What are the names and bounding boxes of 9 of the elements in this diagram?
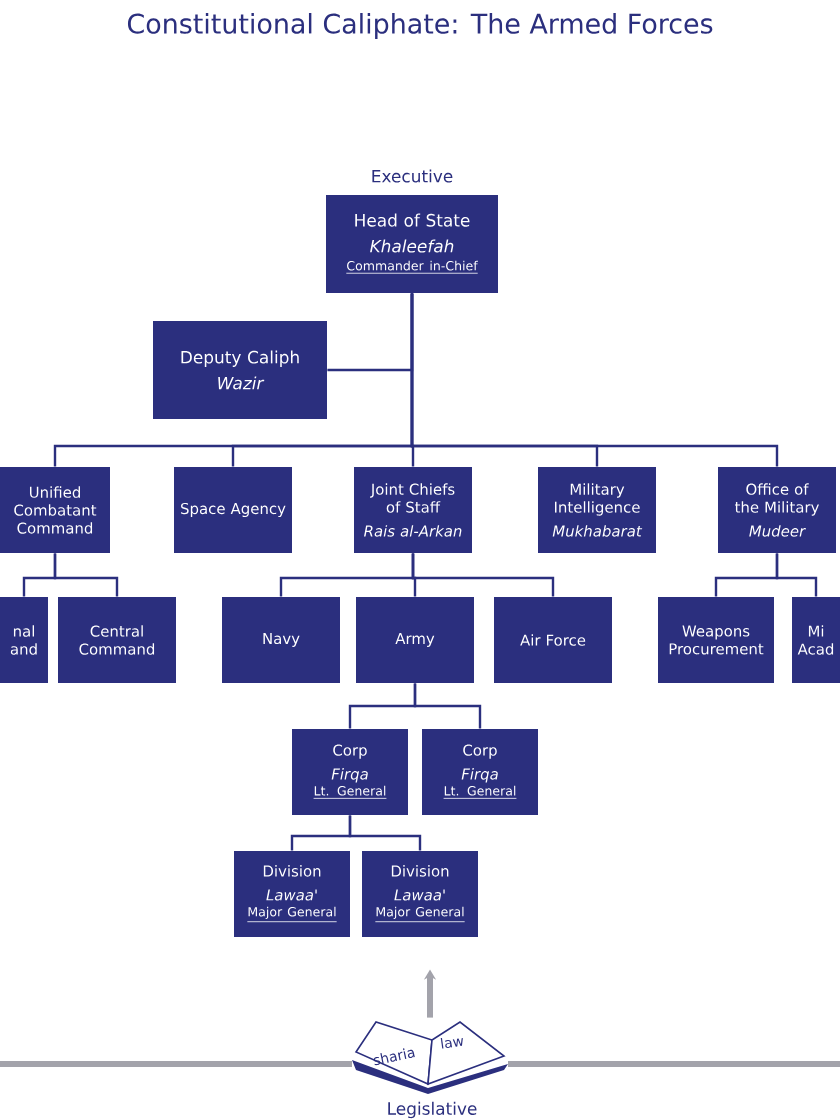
connector-line <box>348 815 422 851</box>
org-box: Deputy Caliph Wazir <box>153 321 327 419</box>
title: Constitutional Caliphate: The Armed Forces <box>127 13 713 39</box>
connector-line <box>775 553 818 597</box>
connector-line <box>410 293 779 467</box>
connector-line <box>53 553 119 597</box>
connector-line <box>411 553 555 597</box>
connector-line <box>413 683 482 729</box>
section-label: Legislative <box>388 1101 477 1119</box>
